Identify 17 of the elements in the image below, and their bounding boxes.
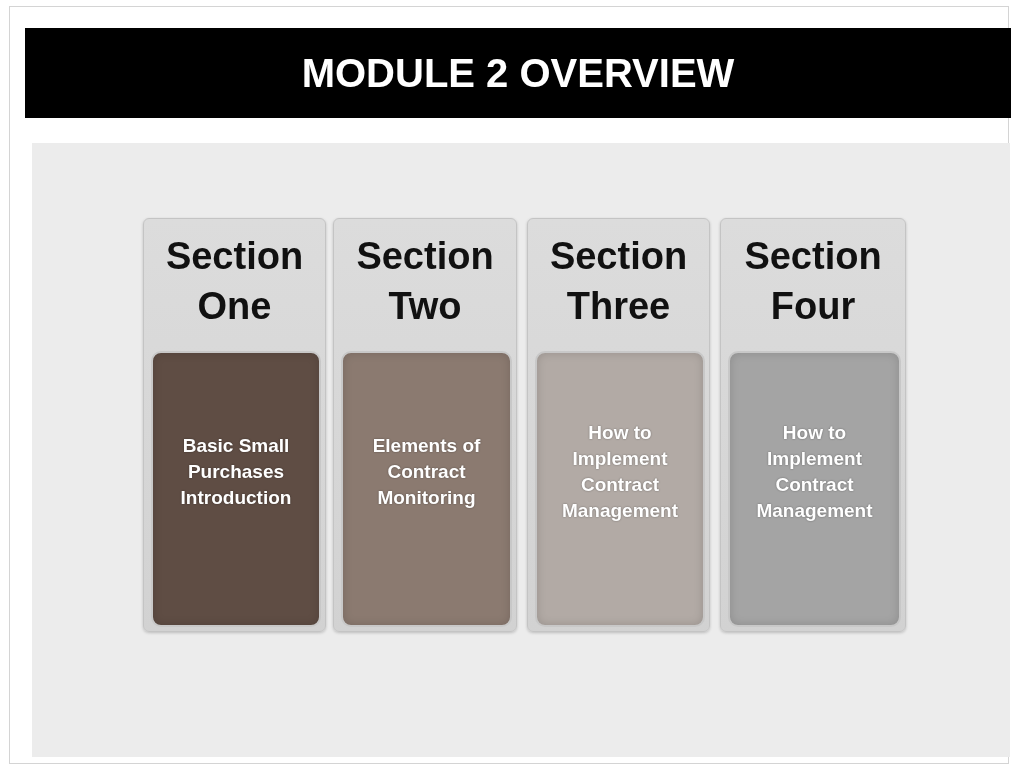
section-heading: Section Two (355, 234, 495, 329)
topic-box (535, 351, 705, 627)
topic-text: How to Implement Contract Management (560, 421, 680, 523)
section-heading: Section Four (743, 234, 883, 329)
title-bar: MODULE 2 OVERVIEW (25, 28, 1011, 118)
section-card (720, 218, 906, 632)
topic-text: How to Implement Contract Management (755, 421, 874, 523)
section-heading: Section One (164, 234, 305, 329)
section-card (143, 218, 326, 632)
topic-box (151, 351, 321, 627)
topic-text: Elements of Contract Monitoring (371, 434, 482, 510)
topic-text: Basic Small Purchases Introduction (179, 434, 293, 510)
section-heading: Section Three (548, 234, 689, 329)
topic-box (341, 351, 512, 627)
section-card (527, 218, 710, 632)
topic-box (728, 351, 901, 627)
section-card (333, 218, 517, 632)
